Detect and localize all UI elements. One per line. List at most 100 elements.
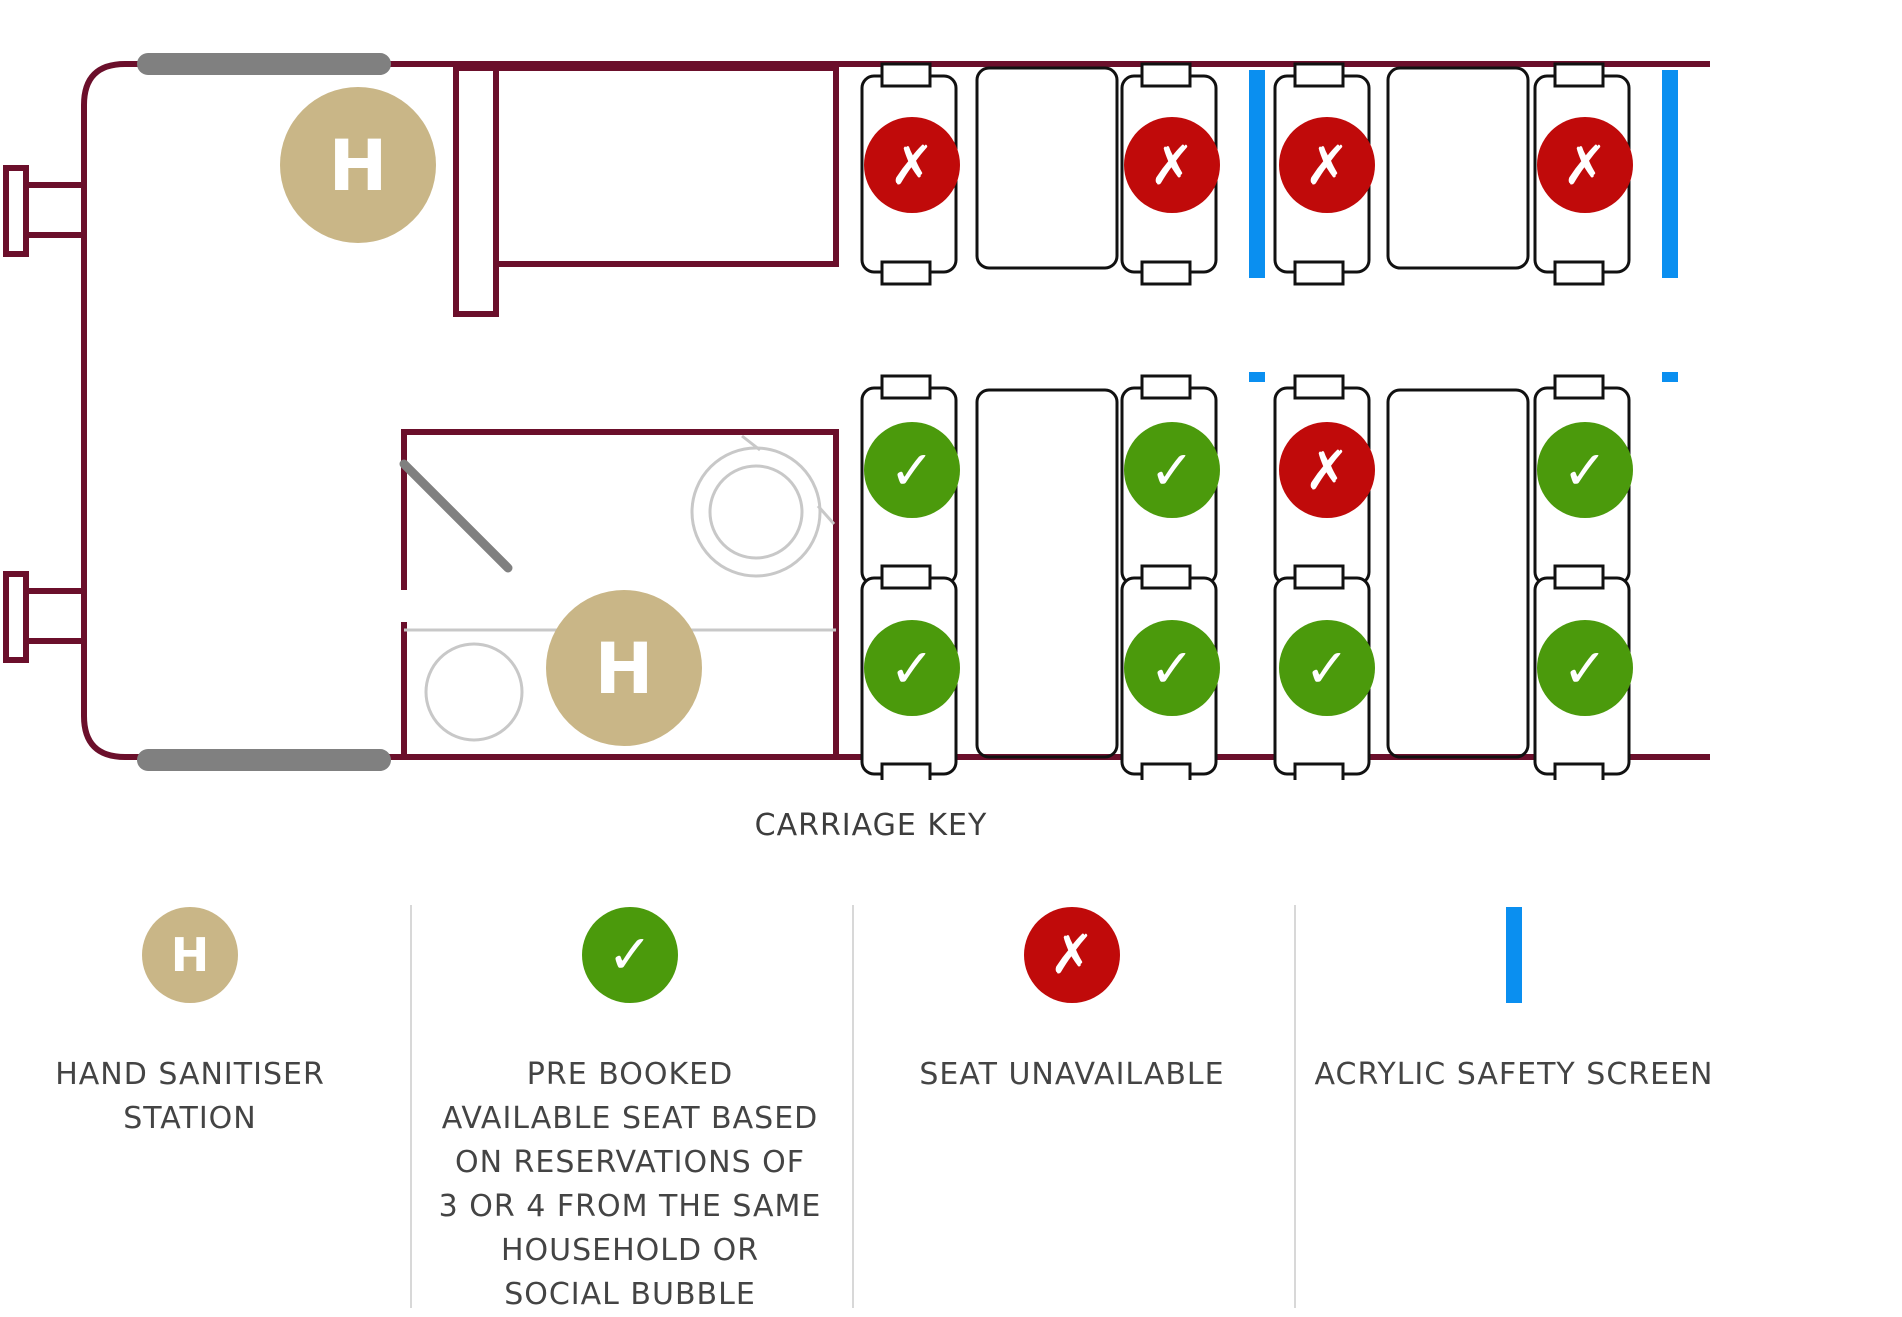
seat-markers: ✗ ✗ ✗ ✗ ✓ ✓ ✗ ✓ ✓ ✓ ✓ ✓ [864,117,1633,716]
cross-icon: ✗ [889,134,934,197]
door-handle-upper-bracket [23,182,87,238]
seat-marker-circle [1537,117,1633,213]
acrylic-safety-screen [1249,70,1265,278]
seat-headrest [1553,762,1605,780]
seat-headrest [1293,62,1345,88]
sanitiser-station: H [280,87,436,243]
unavailable-seat-marker: ✗ [1124,117,1220,213]
key-divider [852,905,854,1308]
available-seat-marker: ✓ [1279,620,1375,716]
seat-marker-circle [1279,117,1375,213]
seat-headrest [1140,374,1192,400]
table [975,66,1119,270]
acrylic-safety-screen [1249,372,1265,382]
toilet-detail [741,434,761,452]
seat-headrest [1140,564,1192,590]
available-seat-marker: ✓ [1124,422,1220,518]
seat-marker-circle [1537,422,1633,518]
unavailable-seat-marker: ✗ [1279,117,1375,213]
seat-headrest [1293,260,1345,286]
table [1386,388,1530,759]
key-item-unavailable-seat: ✗ SEAT UNAVAILABLE [852,905,1292,1097]
check-icon: ✓ [1562,637,1607,700]
sanitiser-icon: H [142,907,238,1003]
carriage-outer-wall [81,61,1710,760]
available-seat-icon: ✓ [582,907,678,1003]
safety-screen-icon [1506,907,1522,1003]
key-label-unavailable-seat: SEAT UNAVAILABLE [919,1057,1225,1092]
seat-marker-circle [1124,620,1220,716]
key-label-sanitiser: HAND SANITISER STATION [55,1057,325,1136]
seat-headrest [880,374,932,400]
key-label-safety-screen: ACRYLIC SAFETY SCREEN [1314,1057,1714,1092]
available-seat-marker: ✓ [1537,620,1633,716]
toilet-room-wall [401,429,839,757]
seat-headrest [880,762,932,780]
key-item-safety-screen: ACRYLIC SAFETY SCREEN [1294,905,1734,1097]
seat-marker-circle [1124,117,1220,213]
luggage-area [493,65,839,267]
unavailable-seat-marker: ✗ [864,117,960,213]
key-item-sanitiser: H HAND SANITISER STATION [0,905,410,1141]
seat-headrest [880,260,932,286]
svg-text:✓: ✓ [607,923,652,986]
seat-headrest [1293,762,1345,780]
carriage-furniture: HH [280,62,1678,780]
seat-marker-circle [1537,620,1633,716]
sanitiser-circle [546,590,702,746]
seat-headrest [1553,564,1605,590]
cross-icon: ✗ [1304,134,1349,197]
key-divider [410,905,412,1308]
seat-headrest [1140,62,1192,88]
check-icon: ✓ [1304,637,1349,700]
toilet-door [399,459,513,573]
seat-marker-circle [864,422,960,518]
seat-headrest [880,62,932,88]
table [975,388,1119,759]
sanitiser-icon: H [329,125,388,207]
wash-basin [424,642,524,742]
key-item-available-seat: ✓ PRE BOOKED AVAILABLE SEAT BASED ON RES… [410,905,850,1317]
check-icon: ✓ [889,637,934,700]
seat-headrest [1140,762,1192,780]
check-icon: ✓ [889,439,934,502]
available-seat-marker: ✓ [1537,422,1633,518]
seat-headrest [880,564,932,590]
available-seat-marker: ✓ [1124,620,1220,716]
carriage-walls [3,53,1710,771]
seat-headrest [1293,564,1345,590]
carriage-key-title: CARRIAGE KEY [754,808,988,843]
svg-text:✗: ✗ [1049,923,1094,986]
sanitiser-circle [280,87,436,243]
seat-headrest [1553,260,1605,286]
seat-headrest [1553,374,1605,400]
toilet-bowl-inner [708,464,804,560]
available-seat-marker: ✓ [864,620,960,716]
cross-icon: ✗ [1149,134,1194,197]
carriage-floor-plan: HH ✗✗✗✗✓✓✗✓✓✓✓✓ [3,53,1710,780]
available-seat-marker: ✓ [864,422,960,518]
toilet-detail [816,505,836,525]
check-icon: ✓ [1149,637,1194,700]
sanitiser-station: H [546,590,702,746]
seat-headrest [1293,374,1345,400]
unavailable-seat-icon: ✗ [1024,907,1120,1003]
table [1386,66,1530,270]
cross-icon: ✗ [1562,134,1607,197]
unavailable-seat-marker: ✗ [1279,422,1375,518]
seat-marker-circle [1279,620,1375,716]
acrylic-safety-screen [1662,372,1678,382]
svg-text:H: H [171,928,210,982]
unavailable-seat-marker: ✗ [1537,117,1633,213]
partition-wall [453,65,499,317]
seat-headrest [1553,62,1605,88]
seat-marker-circle [1279,422,1375,518]
seat-marker-circle [1124,422,1220,518]
check-icon: ✓ [1562,439,1607,502]
cross-icon: ✗ [1304,439,1349,502]
seat-marker-circle [864,117,960,213]
seat-marker-circle [864,620,960,716]
key-divider [1294,905,1296,1308]
check-icon: ✓ [1149,439,1194,502]
seat-headrest [1140,260,1192,286]
